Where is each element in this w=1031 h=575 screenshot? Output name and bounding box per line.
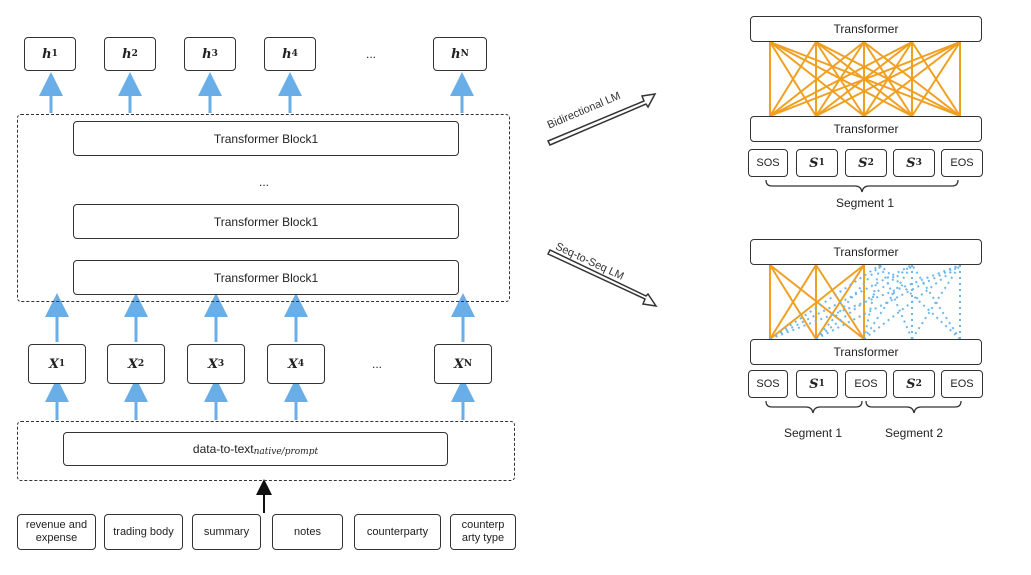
seq2seq-masked-line [815,264,961,340]
bottom-segment1-label: Segment 1 [784,426,843,440]
field-counterparty-type: counterp arty type [450,514,516,550]
bidirectional-attention-line [769,41,961,117]
seq2seq-masked-line [815,264,913,340]
bidirectional-attention-line [815,41,961,117]
bottom-token-eos-1: EOS [845,370,887,398]
top-token-eos: EOS [941,149,983,177]
input-ellipsis: ... [372,357,383,371]
seq2seq-arrow [546,249,658,308]
transformer-block-3: Transformer Block1 [73,260,459,295]
embedding-arrows [45,378,475,420]
seq2seq-masked-line [911,264,961,340]
bidirectional-attention-line [769,41,913,117]
seq2seq-masked-line [769,264,961,340]
field-notes: notes [272,514,343,550]
seq2seq-masked-line [879,264,961,340]
seq2seq-masked-line [863,264,913,340]
seq2seq-masked-line [863,264,881,340]
seq2seq-masked-line [863,264,961,340]
seq2seq-masked-line [911,264,961,340]
seq2seq-attention-line [769,264,817,340]
encoding-container [17,421,515,481]
seq2seq-masked-line [815,264,881,340]
transformer-block-2: Transformer Block1 [73,204,459,239]
seq2seq-dotted-lines [769,264,961,340]
bidirectional-attention-line [769,41,817,117]
bottom-segment2-label: Segment 2 [885,426,944,440]
bidirectional-attention-line [911,41,961,117]
seq2seq-orange-lines [769,264,865,340]
bidirectional-attention-line [863,41,961,117]
field-counterparty: counterparty [354,514,441,550]
seq2seq-masked-line [769,264,913,340]
top-transformer-lower: Transformer [750,116,982,142]
bottom-token-sos: SOS [748,370,788,398]
transformer-block-1: Transformer Block1 [73,121,459,156]
field-trading-body: trading body [104,514,183,550]
input-arrows [45,293,475,342]
seq2seq-attention-line [769,264,865,340]
bidirectional-attention-lines [769,41,961,117]
output-arrows [39,72,474,113]
bottom-token-eos-2: EOS [941,370,983,398]
seq2seq-masked-line [879,264,913,340]
segment-braces [765,179,962,414]
top-token-sos: SOS [748,149,788,177]
transformer-stack [17,114,510,302]
bottom-transformer-upper: Transformer [750,239,982,265]
top-transformer-upper: Transformer [750,16,982,42]
top-segment-label: Segment 1 [836,196,895,210]
bidirectional-arrow [546,93,657,146]
bottom-transformer-lower: Transformer [750,339,982,365]
output-ellipsis: ... [366,47,377,61]
block-ellipsis: ... [259,175,270,189]
field-revenue-and-expense: revenue and expense [17,514,96,550]
seq2seq-masked-line [769,264,881,340]
bidirectional-attention-line [769,41,865,117]
field-summary: summary [192,514,261,550]
